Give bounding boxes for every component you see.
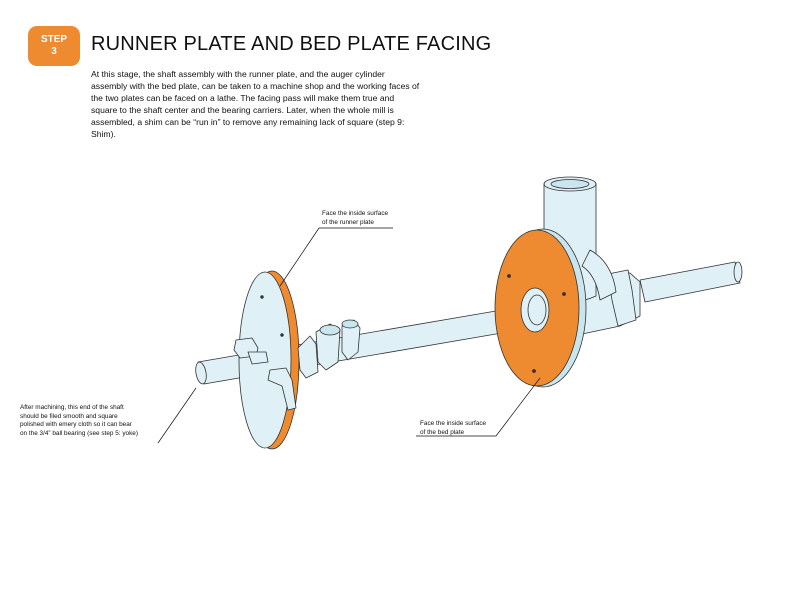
- page-title: RUNNER PLATE AND BED PLATE FACING: [91, 33, 492, 55]
- auger-flight-1: [297, 335, 319, 379]
- step-badge: STEP 3: [28, 26, 80, 66]
- shaft-extension: [639, 261, 741, 303]
- callout-runner-plate-line-1: Face the inside surface: [322, 210, 389, 217]
- callout-shaft-end-line-4: on the 3/4” ball bearing (see step 5: yo…: [20, 429, 138, 437]
- auger-flight-2: [315, 323, 341, 371]
- callout-bed-plate: Face the inside surface of the bed plate: [420, 420, 486, 437]
- runner-plate-leader: [279, 227, 393, 287]
- callout-bed-plate-line-2: of the bed plate: [420, 428, 465, 436]
- callout-runner-plate: Face the inside surface of the runner pl…: [322, 210, 388, 227]
- shaft-end-leader: [157, 387, 197, 444]
- callout-shaft-end-line-1: After machining, this end of the shaft: [20, 404, 124, 411]
- step-badge-label: STEP: [40, 34, 68, 45]
- intro-paragraph: At this stage, the shaft assembly with t…: [91, 69, 420, 139]
- shaft-extension-end: [733, 261, 743, 283]
- elbow: [581, 249, 617, 301]
- hub-fitting-lower: [267, 367, 297, 411]
- auger-cylinder-collar: [607, 269, 637, 327]
- callout-shaft-end-line-3: polished with emery cloth so it can bear: [20, 421, 132, 429]
- step-badge-number: 3: [51, 46, 57, 57]
- callout-runner-plate-line-2: of the runner plate: [322, 218, 374, 226]
- callout-shaft-end-line-2: should be filed smooth and square: [20, 412, 118, 420]
- shaft-end: [195, 361, 207, 385]
- callout-bed-plate-line-1: Face the inside surface: [420, 420, 487, 427]
- callout-shaft-end: After machining, this end of the shaft s…: [20, 404, 138, 438]
- auger-flight-3: [341, 319, 361, 361]
- bed-plate-leader: [416, 377, 541, 437]
